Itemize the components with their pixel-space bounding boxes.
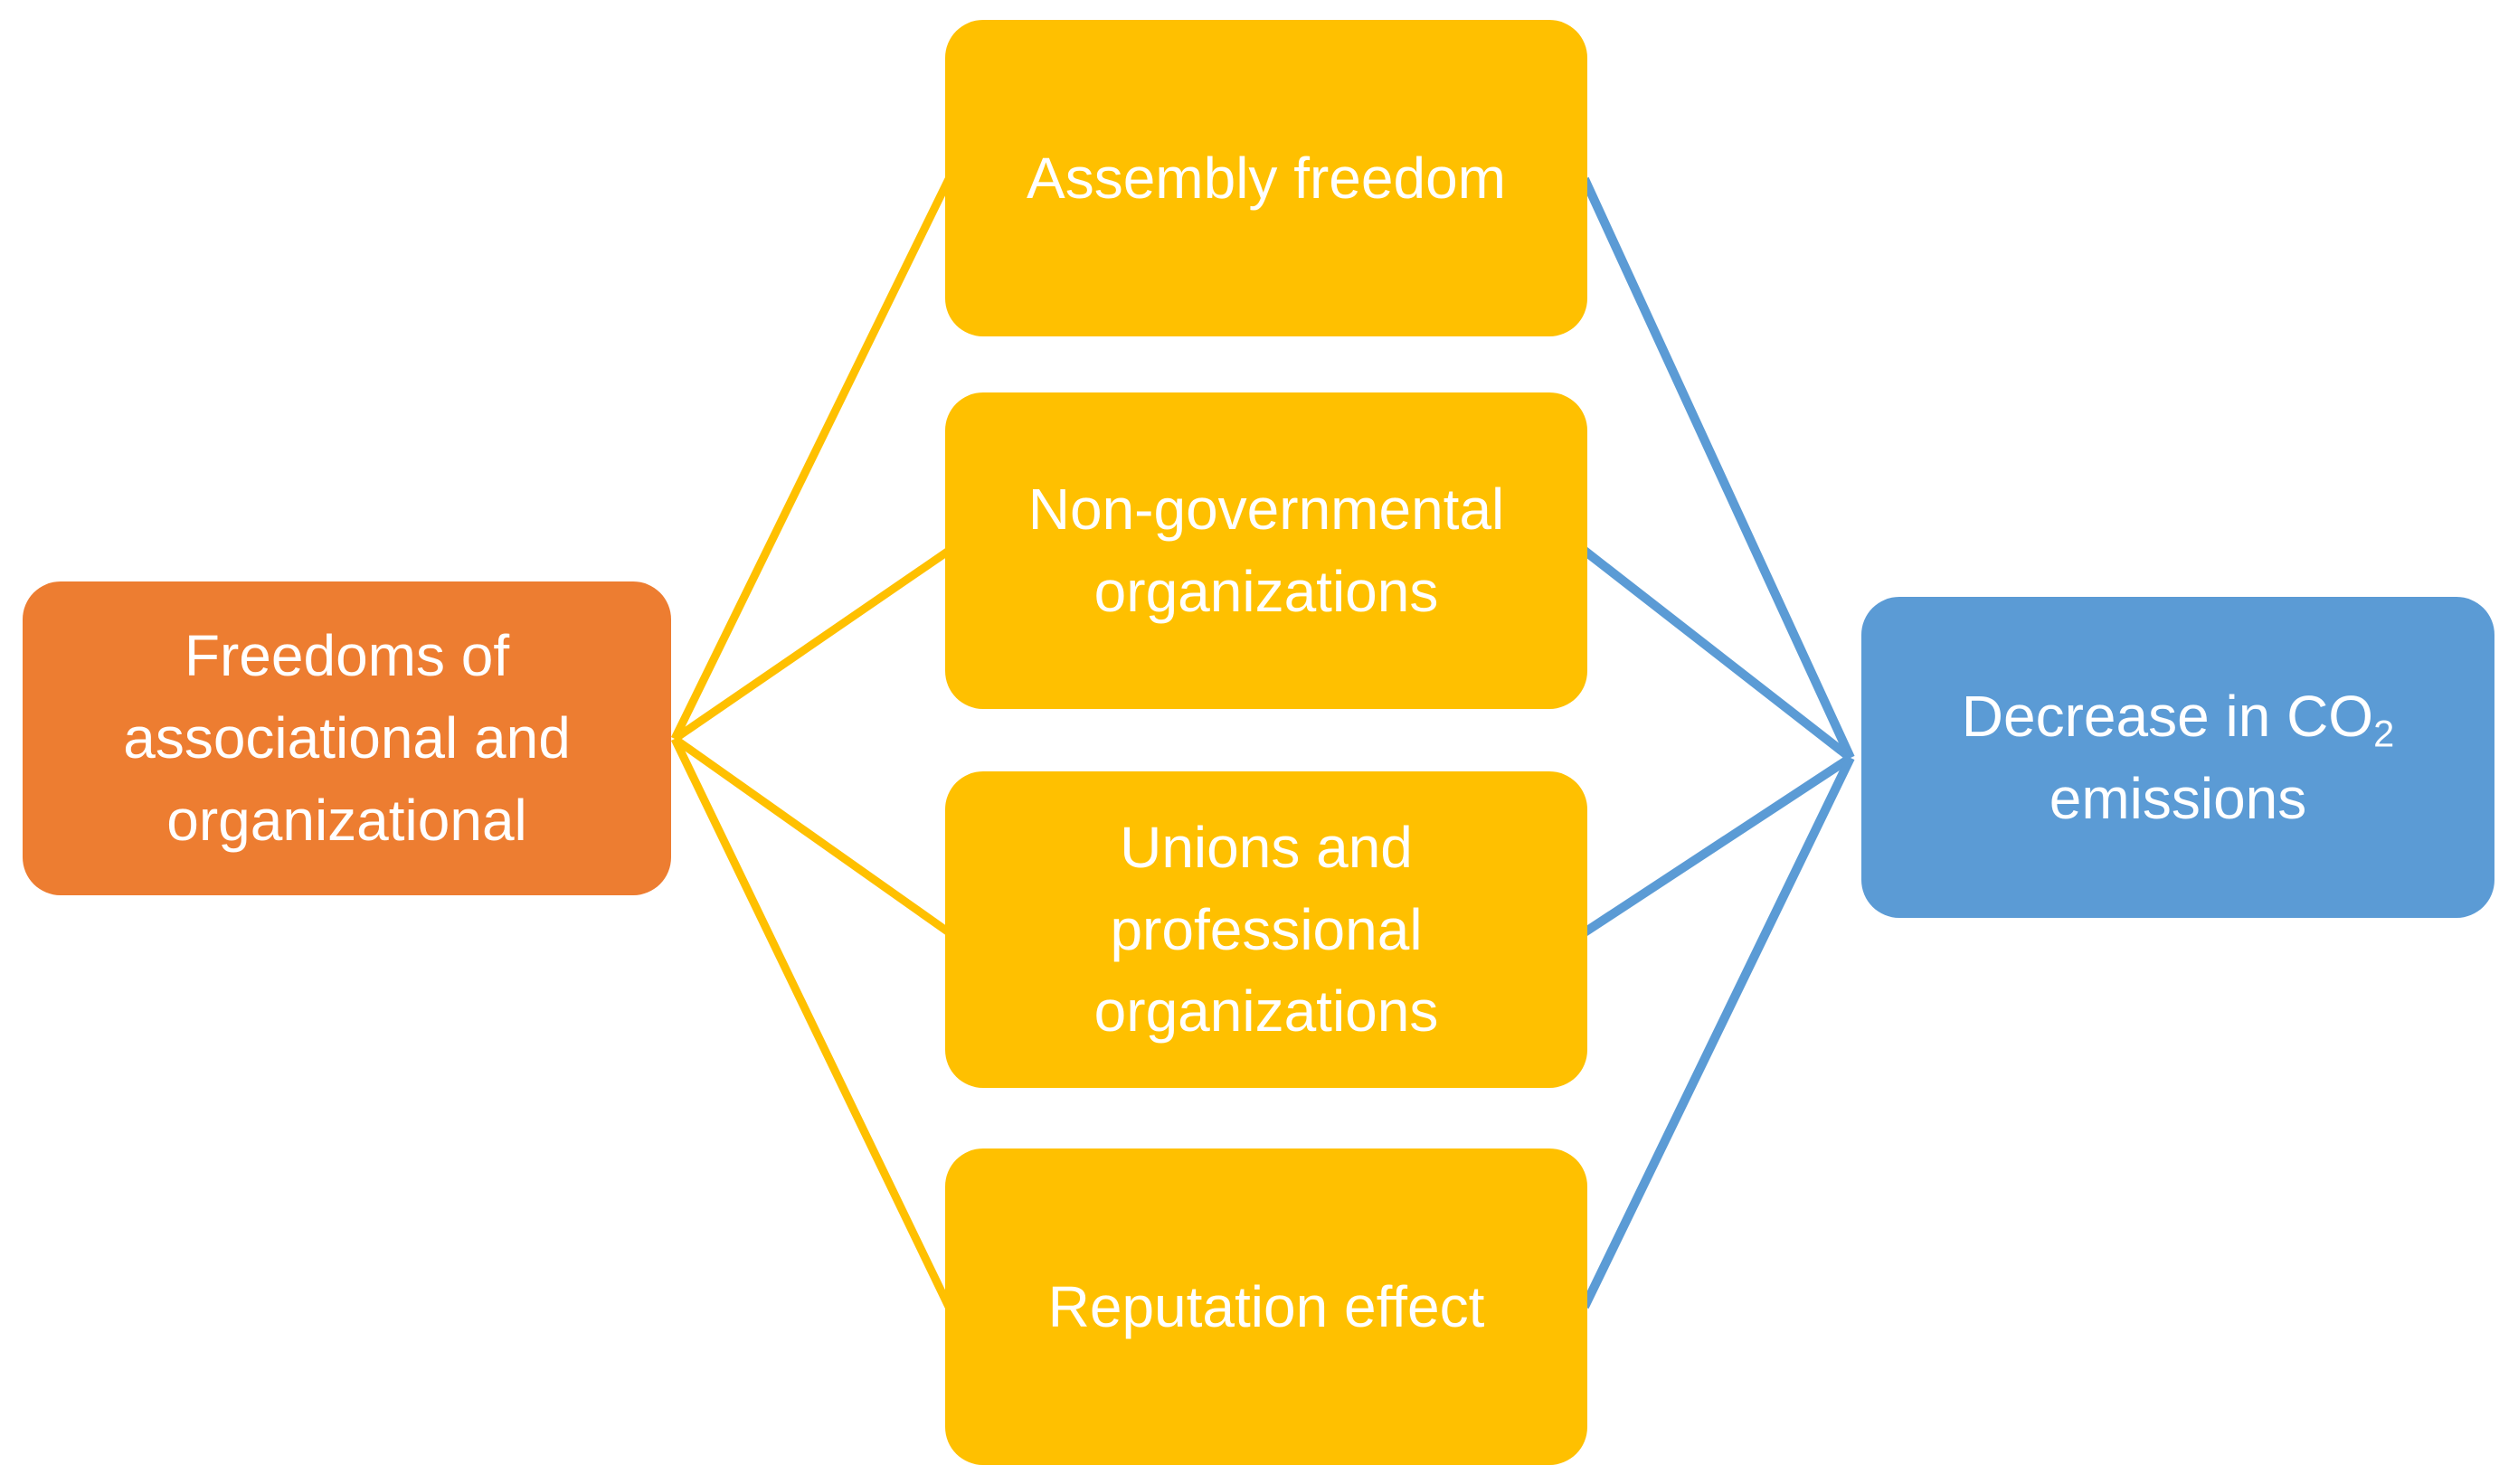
- connector-ngo-to-outcome: [1581, 547, 1854, 761]
- connector-source-to-assembly-freedom: [670, 177, 953, 741]
- outcome-label-suffix: emissions: [2049, 765, 2307, 831]
- connector-assembly-freedom-to-outcome: [1580, 176, 1855, 761]
- node-non-governmental-organizations: Non-governmental organizations: [945, 392, 1587, 709]
- node-freedoms-source: Freedoms of associational and organizati…: [23, 581, 671, 895]
- node-assembly-freedom: Assembly freedom: [945, 20, 1587, 336]
- connector-source-to-reputation: [670, 737, 953, 1309]
- node-unions-professional-organizations: Unions and professional organizations: [945, 771, 1587, 1088]
- connector-source-to-ngo: [672, 547, 951, 742]
- node-unions-professional-organizations-label: Unions and professional organizations: [1093, 814, 1439, 1044]
- node-freedoms-source-label: Freedoms of associational and organizati…: [123, 623, 571, 853]
- outcome-label-prefix: Decrease in CO: [1961, 683, 2374, 749]
- node-reputation-effect: Reputation effect: [945, 1148, 1587, 1465]
- node-decrease-co2-emissions: Decrease in CO2 emissions: [1861, 597, 2494, 918]
- node-decrease-co2-emissions-label: Decrease in CO2 emissions: [1888, 676, 2467, 840]
- node-assembly-freedom-label: Assembly freedom: [1027, 145, 1506, 211]
- outcome-label-subscript: 2: [2373, 712, 2395, 755]
- connector-unions-to-outcome: [1582, 753, 1853, 937]
- connector-source-to-unions: [672, 735, 951, 936]
- node-reputation-effect-label: Reputation effect: [1047, 1273, 1485, 1339]
- connector-reputation-to-outcome: [1580, 755, 1855, 1309]
- node-non-governmental-organizations-label: Non-governmental organizations: [1027, 477, 1505, 624]
